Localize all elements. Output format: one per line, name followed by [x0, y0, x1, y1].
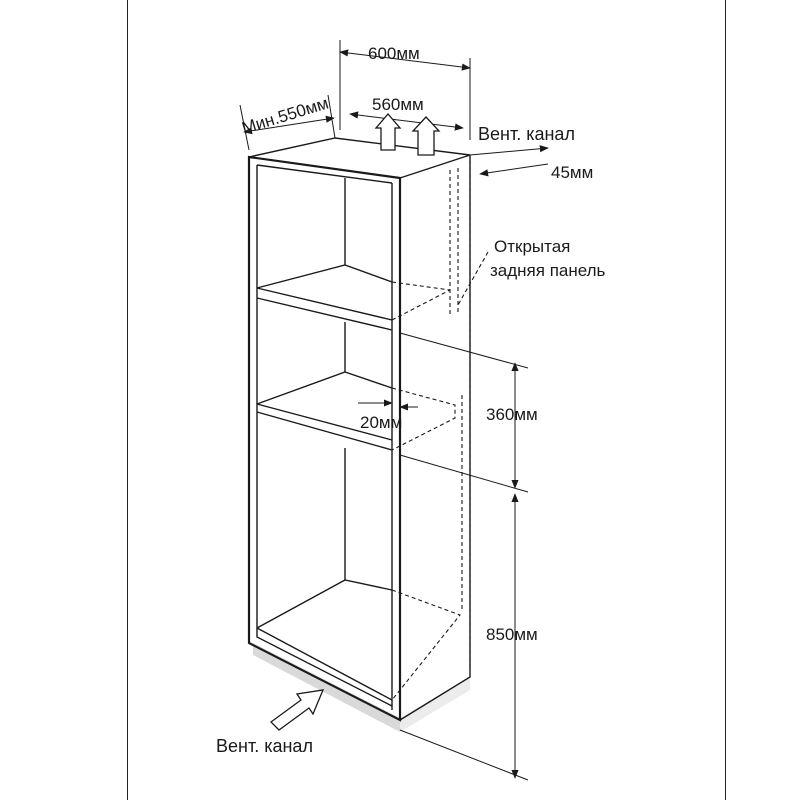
- upper-shelf-front: [256, 287, 393, 331]
- open-back-leader: [457, 251, 489, 306]
- width-outer-label: 600мм: [368, 44, 420, 63]
- open-back-label-1: Открытая: [494, 237, 570, 256]
- width-outer-dim: [339, 49, 471, 71]
- middle-shelf-front: [256, 403, 393, 451]
- upper-shelf-dash: [391, 281, 451, 321]
- vent-top-label: Вент. канал: [478, 124, 575, 144]
- rear-gap-leader: [469, 145, 549, 156]
- base-height-label: 850мм: [486, 625, 538, 644]
- depth-min-label: Мин.550мм: [240, 93, 331, 137]
- upper-shelf-back: [256, 264, 393, 289]
- shelf-gap-dimension: 20мм: [358, 399, 418, 432]
- up-hollow-arrow-icon: [411, 116, 441, 156]
- diagonal-hollow-arrow-icon: [270, 689, 325, 731]
- bottom-shelf-front: [256, 627, 393, 701]
- plinth-front: [253, 643, 400, 732]
- width-inner-dim: [349, 111, 464, 131]
- top-dimensions: 600мм 560мм Мин.550мм Вент. канал 45мм: [239, 40, 593, 182]
- cabinet: [247, 137, 471, 732]
- right-dimensions: 360мм 850мм: [399, 332, 538, 781]
- vent-bottom-label: Вент. канал: [216, 736, 313, 756]
- open-back-note: Открытая задняя панель: [457, 237, 606, 306]
- open-back-label-2: задняя панель: [490, 261, 606, 280]
- width-inner-label: 560мм: [372, 95, 424, 114]
- up-hollow-arrow-icon: [374, 113, 402, 151]
- plinth-side: [400, 677, 470, 732]
- middle-shelf-back: [256, 371, 393, 405]
- cabinet-inner-top: [256, 164, 393, 184]
- depth-dim: [243, 115, 335, 135]
- shelf-gap-label: 20мм: [360, 413, 402, 432]
- cabinet-top: [248, 137, 471, 179]
- cabinet-right-side: [399, 155, 471, 721]
- rear-gap-leader-2: [479, 163, 549, 177]
- page-border-left: [127, 0, 128, 800]
- height-extension-lines: [399, 332, 529, 781]
- open-back-dash-upper: [449, 168, 459, 315]
- page-border-right: [725, 0, 726, 800]
- bottom-shelf-dash: [391, 589, 461, 701]
- bottom-shelf-back: [256, 579, 393, 629]
- cabinet-inner-left: [256, 165, 393, 707]
- middle-shelf-dash: [391, 387, 456, 451]
- rear-gap-label: 45мм: [551, 163, 593, 182]
- niche-height-label: 360мм: [486, 405, 538, 424]
- bottom-vent: Вент. канал: [216, 689, 325, 756]
